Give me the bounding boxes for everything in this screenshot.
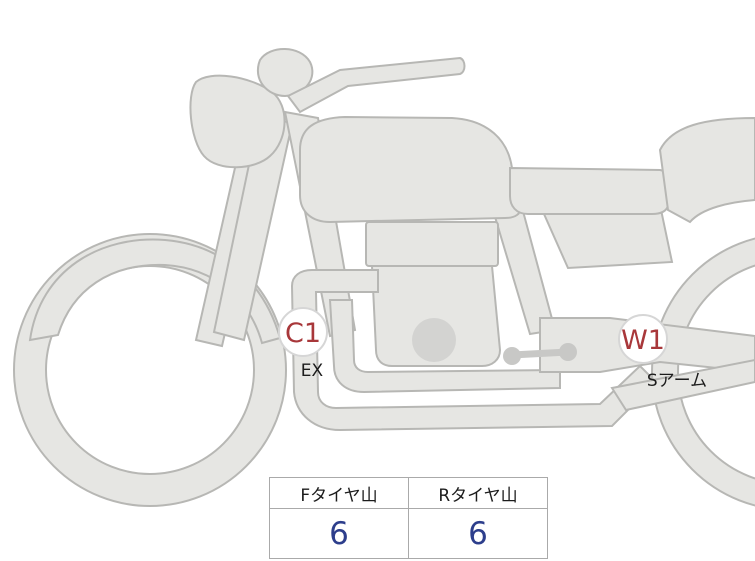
seat [509,166,675,215]
engine [365,221,502,367]
tire-table-value-row: 6 6 [269,508,548,559]
headlight [189,74,286,169]
swing-arm-lower [610,358,755,412]
exhaust-pipe [290,269,658,432]
tire-tread-table: Fタイヤ山 Rタイヤ山 6 6 [269,477,548,559]
rear-tire-header: Rタイヤ山 [408,477,548,509]
tire-table-header-row: Fタイヤ山 Rタイヤ山 [269,477,548,509]
mirror [257,48,314,98]
marker-w1: W1 Sアーム [618,314,707,391]
marker-w1-label: Sアーム [647,371,707,391]
rear-tire-value: 6 [408,508,548,559]
handlebar [286,56,466,114]
marker-w1-code: W1 [621,325,665,356]
front-tire-header: Fタイヤ山 [269,477,409,509]
marker-c1-label: EX [301,361,324,381]
rear-fender [658,116,755,224]
marker-c1: C1 EX [278,307,328,381]
footpeg [503,343,577,365]
rear-frame [488,199,557,336]
marker-c1-code: C1 [285,318,321,349]
front-tire-value: 6 [269,508,409,559]
fuel-tank [299,115,522,224]
